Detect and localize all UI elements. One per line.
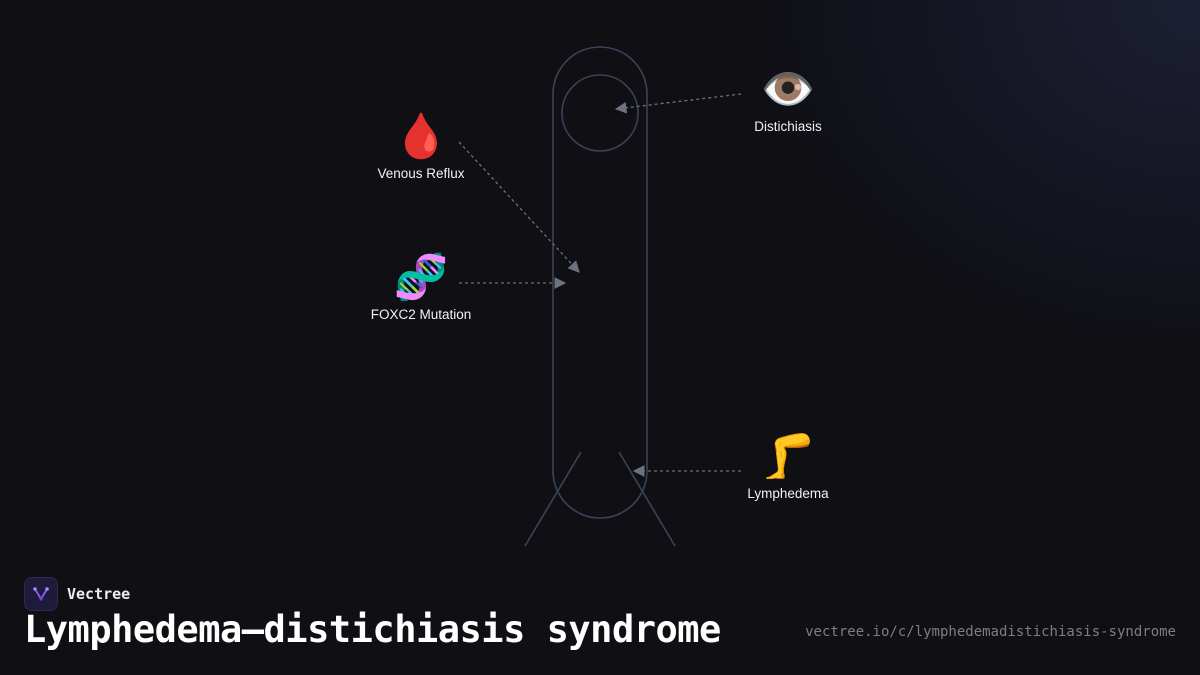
node-label: Lymphedema (747, 486, 829, 501)
dna-icon: 🧬 (393, 252, 449, 303)
node-foxc2-mutation: 🧬 FOXC2 Mutation (341, 252, 501, 323)
arrow-distichiasis (614, 93, 742, 114)
node-venous-reflux: 🩸 Venous Reflux (341, 111, 501, 182)
drop-of-blood-icon: 🩸 (393, 111, 449, 162)
node-lymphedema: 🦵 Lymphedema (708, 431, 868, 502)
brand[interactable]: Vectree (24, 577, 130, 611)
body-torso-shape (552, 46, 648, 519)
page-title: Lymphedema–distichiasis syndrome (24, 608, 721, 651)
eye-icon: 👁️ (760, 64, 816, 115)
node-label: Venous Reflux (377, 166, 465, 181)
vectree-logo-icon (24, 577, 58, 611)
connector-arrows (458, 93, 742, 477)
node-label: FOXC2 Mutation (370, 307, 472, 322)
body-right-leg-line (618, 451, 676, 547)
leg-icon: 🦵 (760, 431, 816, 482)
page-url-link[interactable]: vectree.io/c/lymphedemadistichiasis-synd… (805, 624, 1176, 640)
body-head-shape (561, 74, 639, 152)
node-label: Distichiasis (754, 119, 822, 134)
brand-name: Vectree (67, 585, 131, 603)
body-left-leg-line (524, 451, 582, 547)
node-distichiasis: 👁️ Distichiasis (708, 64, 868, 135)
body-outline (524, 46, 676, 547)
